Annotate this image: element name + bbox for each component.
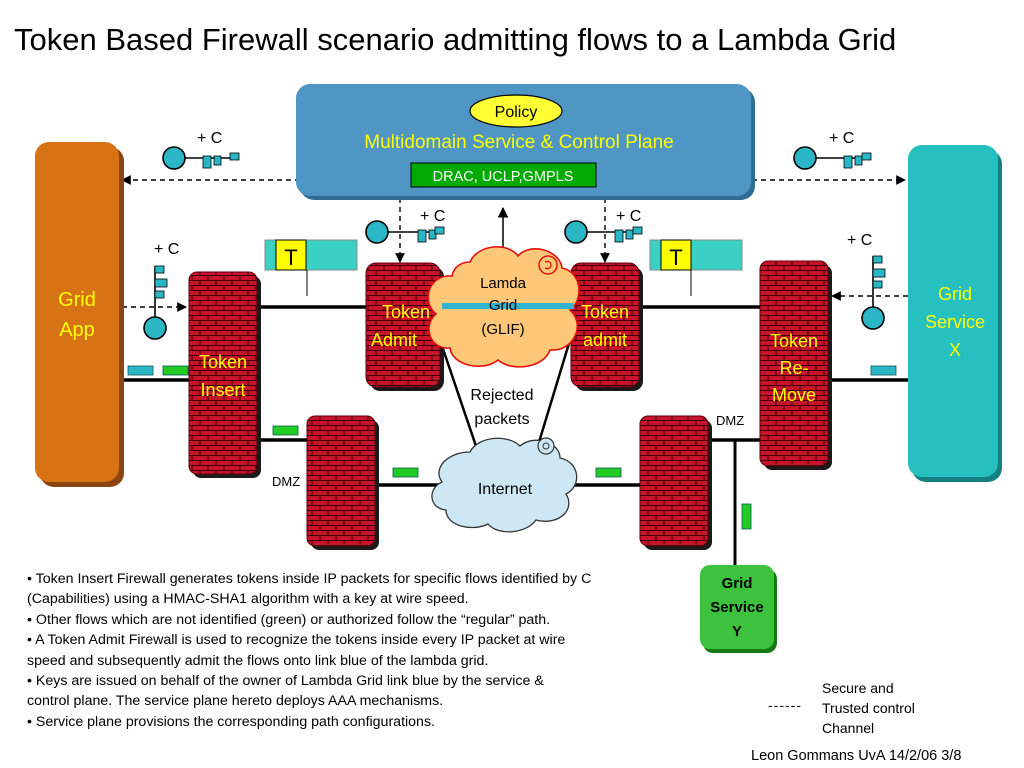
page-title: Token Based Firewall scenario admitting … (14, 22, 897, 57)
bullet-line: • Other flows which are not identified (… (27, 611, 551, 628)
grid-service-x-label-1: Grid (938, 284, 972, 304)
token-remove-label-1: Token (770, 331, 818, 351)
key-icon-vertical (143, 265, 168, 340)
lambda-grid-label-2: Grid (489, 297, 517, 314)
token-badge-left-label: T (284, 245, 297, 270)
footer: Leon Gommans UvA 14/2/06 3/8 (751, 748, 962, 764)
grid-app: Grid App (35, 142, 124, 487)
lambda-grid-cloud: Lamda Grid (GLIF) (427, 246, 580, 368)
lambda-grid-label-3: (GLIF) (481, 321, 524, 338)
internet-cloud: Internet (431, 437, 578, 533)
bullet-line: speed and subsequently admit the flows o… (27, 652, 489, 669)
bullet-line: • Token Insert Firewall generates tokens… (27, 571, 592, 587)
token-box-left: T (264, 239, 358, 296)
protocols-box (410, 162, 597, 188)
control-plane-label: Multidomain Service & Control Plane (364, 132, 673, 153)
token-admit-left-label-1: Token (382, 302, 430, 322)
legend-dash: ------ (768, 697, 802, 713)
control-channels (121, 175, 908, 312)
firewall-token-insert: Token Insert (188, 271, 261, 478)
capability-label: + C (420, 208, 445, 225)
grid-service-y-label-2: Service (710, 599, 763, 616)
rejected-label-2: packets (474, 411, 529, 428)
token-badge-right-label: T (669, 245, 682, 270)
token-admit-left-label-2: Admit (371, 330, 417, 350)
key-icon-vertical (861, 255, 886, 330)
legend-line: Secure and (822, 680, 894, 696)
network-links (122, 305, 910, 568)
packet-green (272, 425, 299, 436)
token-admit-right-label-1: Token (581, 302, 629, 322)
packet-blue (127, 365, 154, 376)
policy-label: Policy (495, 104, 538, 121)
token-badge-left (275, 239, 307, 271)
bullet-line: • Keys are issued on behalf of the owner… (27, 673, 544, 690)
firewall-token-admit-right: Token admit (570, 262, 643, 391)
grid-app-label-1: Grid (58, 289, 96, 311)
lambda-grid-label-1: Lamda (480, 275, 527, 292)
packet-green (392, 467, 419, 478)
packet-green (741, 503, 752, 530)
firewall-token-remove: Token Re- Move (759, 260, 832, 470)
firewall-token-admit-left: Token Admit (365, 262, 444, 391)
key-icon (793, 146, 872, 170)
grid-app-label-2: App (59, 319, 95, 341)
bullet-line: • A Token Admit Firewall is used to reco… (27, 632, 566, 649)
key-icon (365, 220, 445, 244)
firewall-dmz-right (639, 415, 712, 550)
firewall-dmz-left (306, 415, 379, 550)
token-remove-label-3: Move (772, 385, 816, 405)
dmz-label-left: DMZ (272, 474, 300, 489)
bullet-line: (Capabilities) using a HMAC-SHA1 algorit… (27, 591, 469, 608)
capability-label: + C (616, 208, 641, 225)
packet-green (595, 467, 622, 478)
capability-label: + C (847, 232, 872, 249)
packet-green (162, 365, 189, 376)
legend-line: Trusted control (822, 700, 915, 716)
capability-label: + C (197, 130, 222, 147)
grid-service-x-label-2: Service (925, 312, 985, 332)
bullet-line: • Service plane provisions the correspon… (27, 713, 435, 730)
grid-service-y-label-3: Y (732, 623, 742, 640)
legend-line: Channel (822, 720, 875, 736)
grid-service-x-label-3: X (949, 340, 961, 360)
token-insert-label-2: Insert (200, 380, 245, 400)
grid-service-x: Grid Service X (908, 145, 1002, 482)
token-remove-label-2: Re- (779, 358, 808, 378)
key-icon (162, 146, 240, 170)
dmz-label-right: DMZ (716, 413, 744, 428)
token-box-right: T (649, 239, 743, 296)
packets (127, 365, 897, 530)
key-icon (564, 220, 643, 244)
grid-service-y-label-1: Grid (722, 575, 753, 592)
policy-oval (469, 94, 563, 128)
capability-label: + C (154, 241, 179, 258)
token-badge-right (660, 239, 692, 271)
packet-blue (870, 365, 897, 376)
token-admit-right-label-2: admit (583, 330, 627, 350)
rejected-line-right (534, 339, 572, 453)
internet-label: Internet (478, 481, 533, 498)
control-plane: Policy Multidomain Service & Control Pla… (296, 84, 755, 200)
bullet-list: • Token Insert Firewall generates tokens… (27, 569, 717, 732)
grid-service-y: Grid Service Y (700, 565, 777, 653)
capability-label: + C (829, 130, 854, 147)
token-insert-label-1: Token (199, 352, 247, 372)
bullet-line: control plane. The service plane hereto … (27, 693, 444, 710)
rejected-line-left (438, 339, 480, 453)
rejected-label-1: Rejected (470, 387, 533, 404)
protocols-label: DRAC, UCLP,GMPLS (433, 169, 574, 185)
legend-text: Secure and Trusted control Channel (822, 678, 915, 738)
